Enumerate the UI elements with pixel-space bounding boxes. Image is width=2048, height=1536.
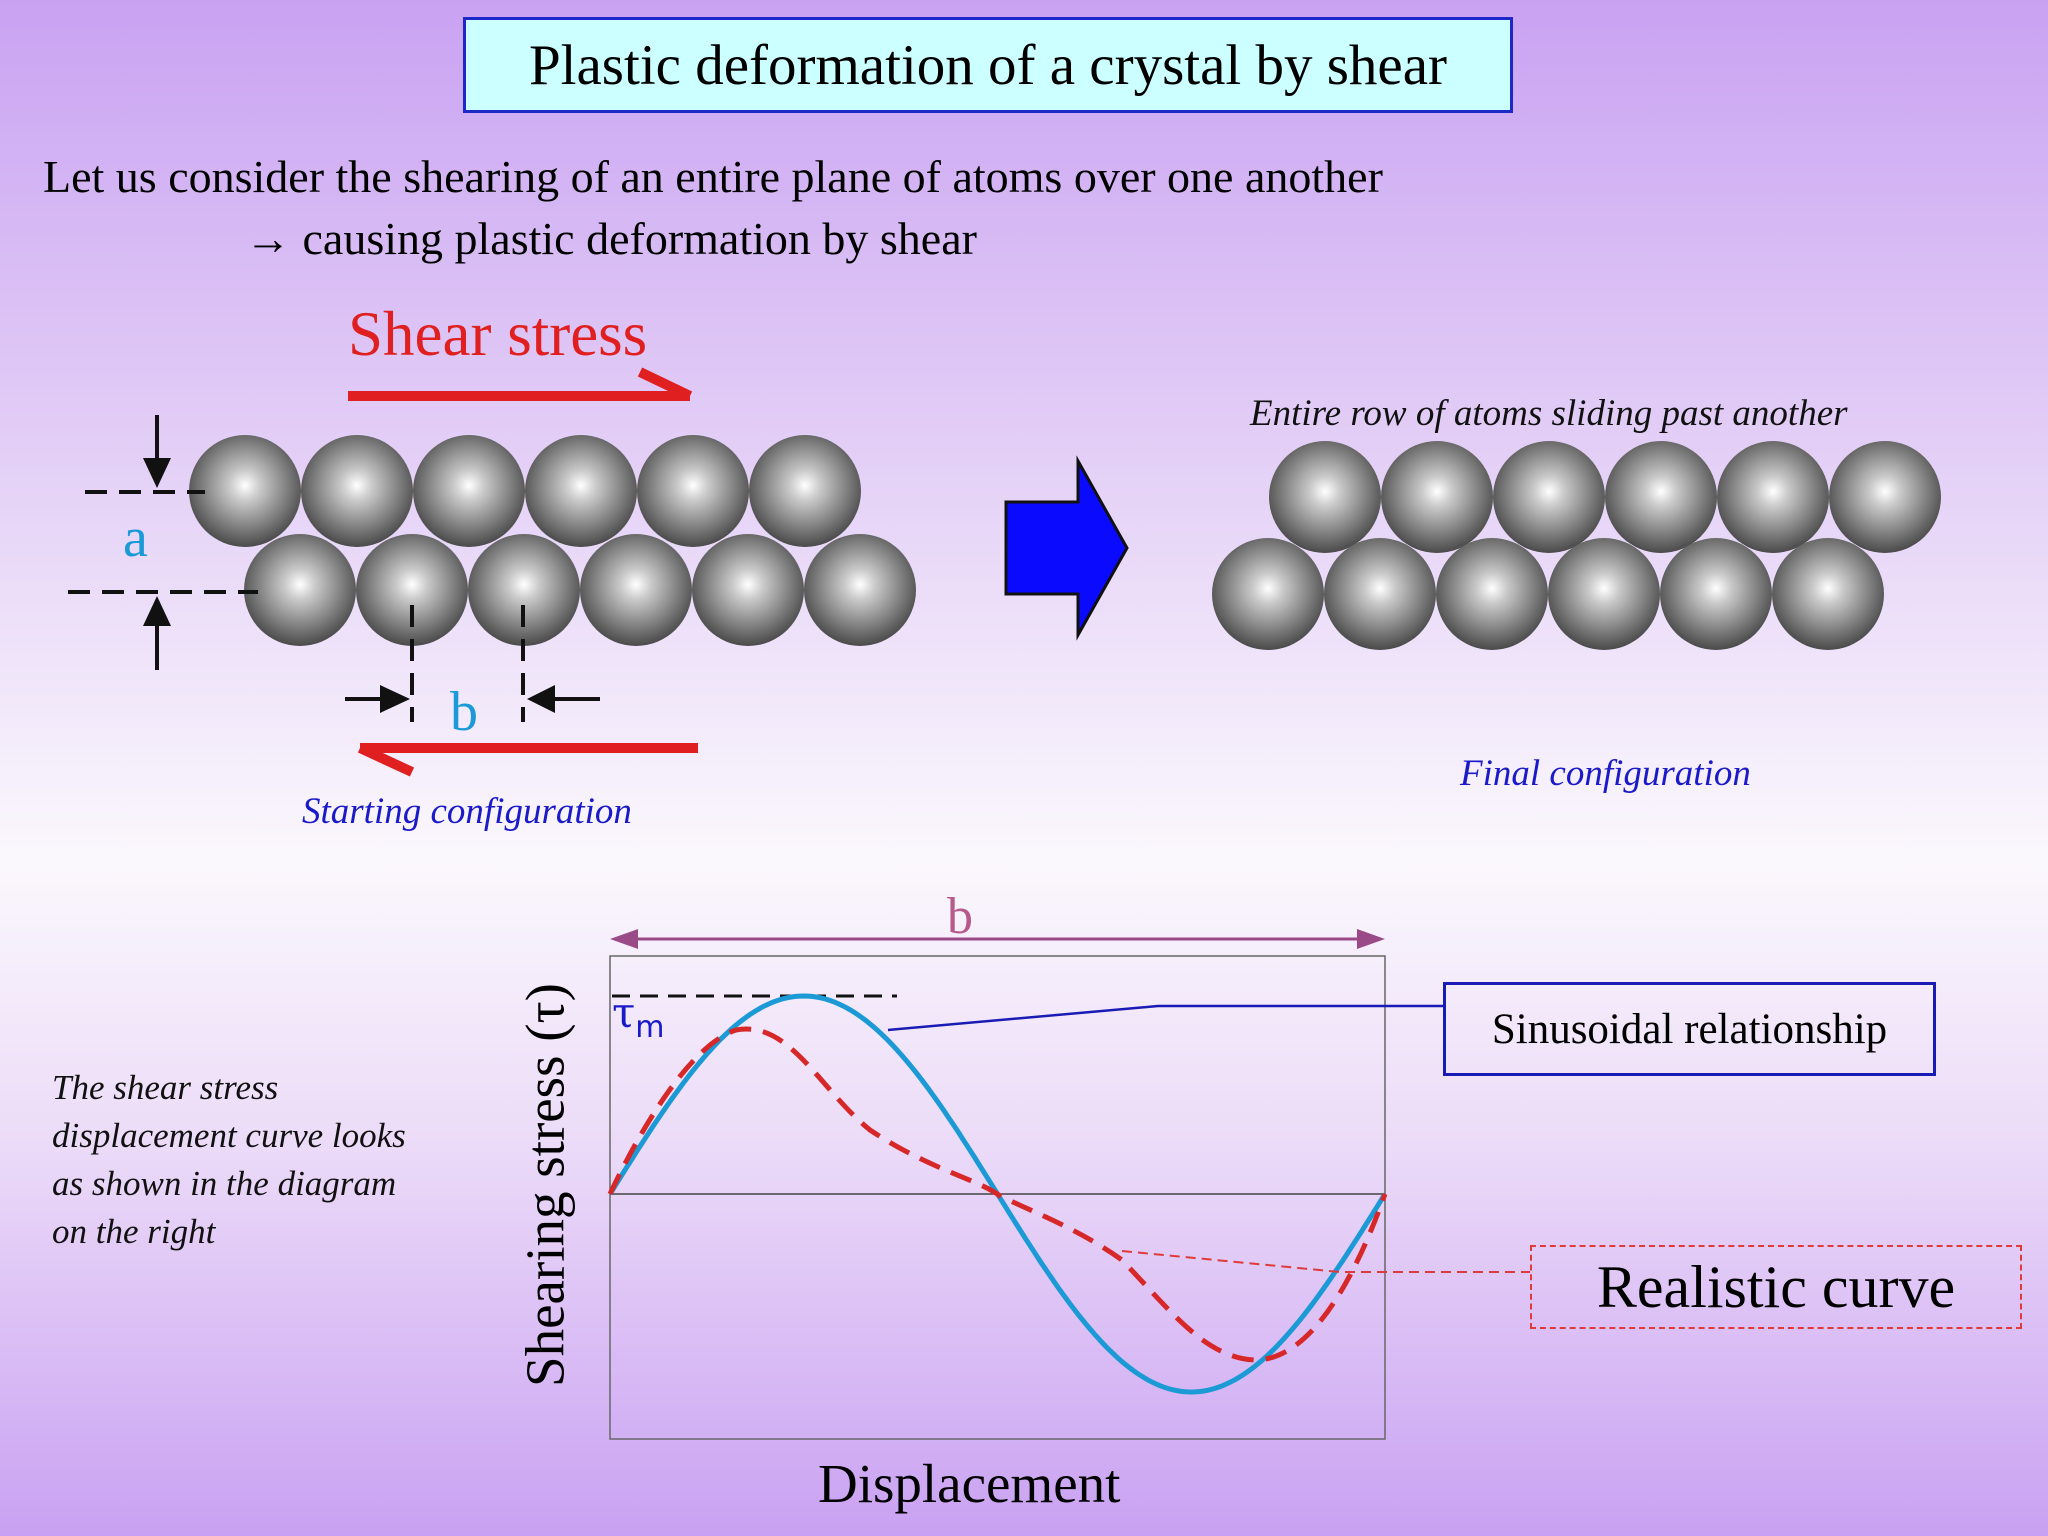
intro-line-2: → causing plastic deformation by shear <box>245 213 977 264</box>
plot-area <box>607 929 1530 1440</box>
atom <box>580 534 692 646</box>
atom <box>637 435 749 547</box>
atom <box>1381 441 1493 553</box>
realistic-leader-line <box>1121 1250 1530 1273</box>
atom <box>1436 538 1548 650</box>
realistic-curve <box>607 1026 1388 1363</box>
intro-line-1: Let us consider the shearing of an entir… <box>43 151 1383 202</box>
spacing-a-dimension <box>68 415 258 670</box>
atom-row-top-final <box>1269 441 1941 553</box>
sinusoidal-leader-line <box>887 1004 1443 1032</box>
atom-row-top-start <box>189 435 861 547</box>
atom <box>468 534 580 646</box>
atom <box>356 534 468 646</box>
atom <box>1660 538 1772 650</box>
atom <box>413 435 525 547</box>
tau-max-label: τm <box>612 988 664 1045</box>
sliding-row-caption: Entire row of atoms sliding past another <box>1250 393 1848 434</box>
atom <box>1493 441 1605 553</box>
atom <box>749 435 861 547</box>
transition-arrow-icon <box>1004 455 1129 641</box>
atom <box>244 534 356 646</box>
side-explanation-text: The shear stress displacement curve look… <box>52 1068 406 1251</box>
tau-subscript: m <box>635 1010 665 1045</box>
y-axis-label: Shearing stress (τ) <box>514 983 576 1387</box>
tau-symbol: τ <box>612 988 636 1037</box>
y-axis-label-container: Shearing stress (τ) <box>514 955 576 1415</box>
starting-configuration-caption: Starting configuration <box>302 791 632 832</box>
atom <box>692 534 804 646</box>
period-b-arrow <box>610 929 1385 949</box>
period-b-label: b <box>947 888 973 945</box>
spacing-a-label: a <box>123 507 148 569</box>
atom <box>804 534 916 646</box>
bottom-shear-arrow <box>357 743 698 777</box>
top-shear-arrow <box>348 367 693 401</box>
sinusoidal-relationship-label: Sinusoidal relationship <box>1443 982 1936 1076</box>
spacing-b-label: b <box>450 681 478 743</box>
atom <box>1269 441 1381 553</box>
atom <box>1324 538 1436 650</box>
atom <box>1772 538 1884 650</box>
atom <box>1548 538 1660 650</box>
spacing-b-dimension <box>345 605 600 722</box>
final-configuration-caption: Final configuration <box>1460 753 1751 794</box>
atom <box>1212 538 1324 650</box>
realistic-curve-label: Realistic curve <box>1530 1245 2022 1329</box>
atom <box>525 435 637 547</box>
atom <box>301 435 413 547</box>
atom-row-bottom-final <box>1212 538 1884 650</box>
atom <box>189 435 301 547</box>
shear-stress-label: Shear stress <box>348 299 648 369</box>
atom-row-bottom-start <box>244 534 916 646</box>
atom <box>1605 441 1717 553</box>
slide-title: Plastic deformation of a crystal by shea… <box>463 17 1513 113</box>
atom <box>1717 441 1829 553</box>
x-axis-label: Displacement <box>818 1453 1121 1514</box>
atom <box>1829 441 1941 553</box>
